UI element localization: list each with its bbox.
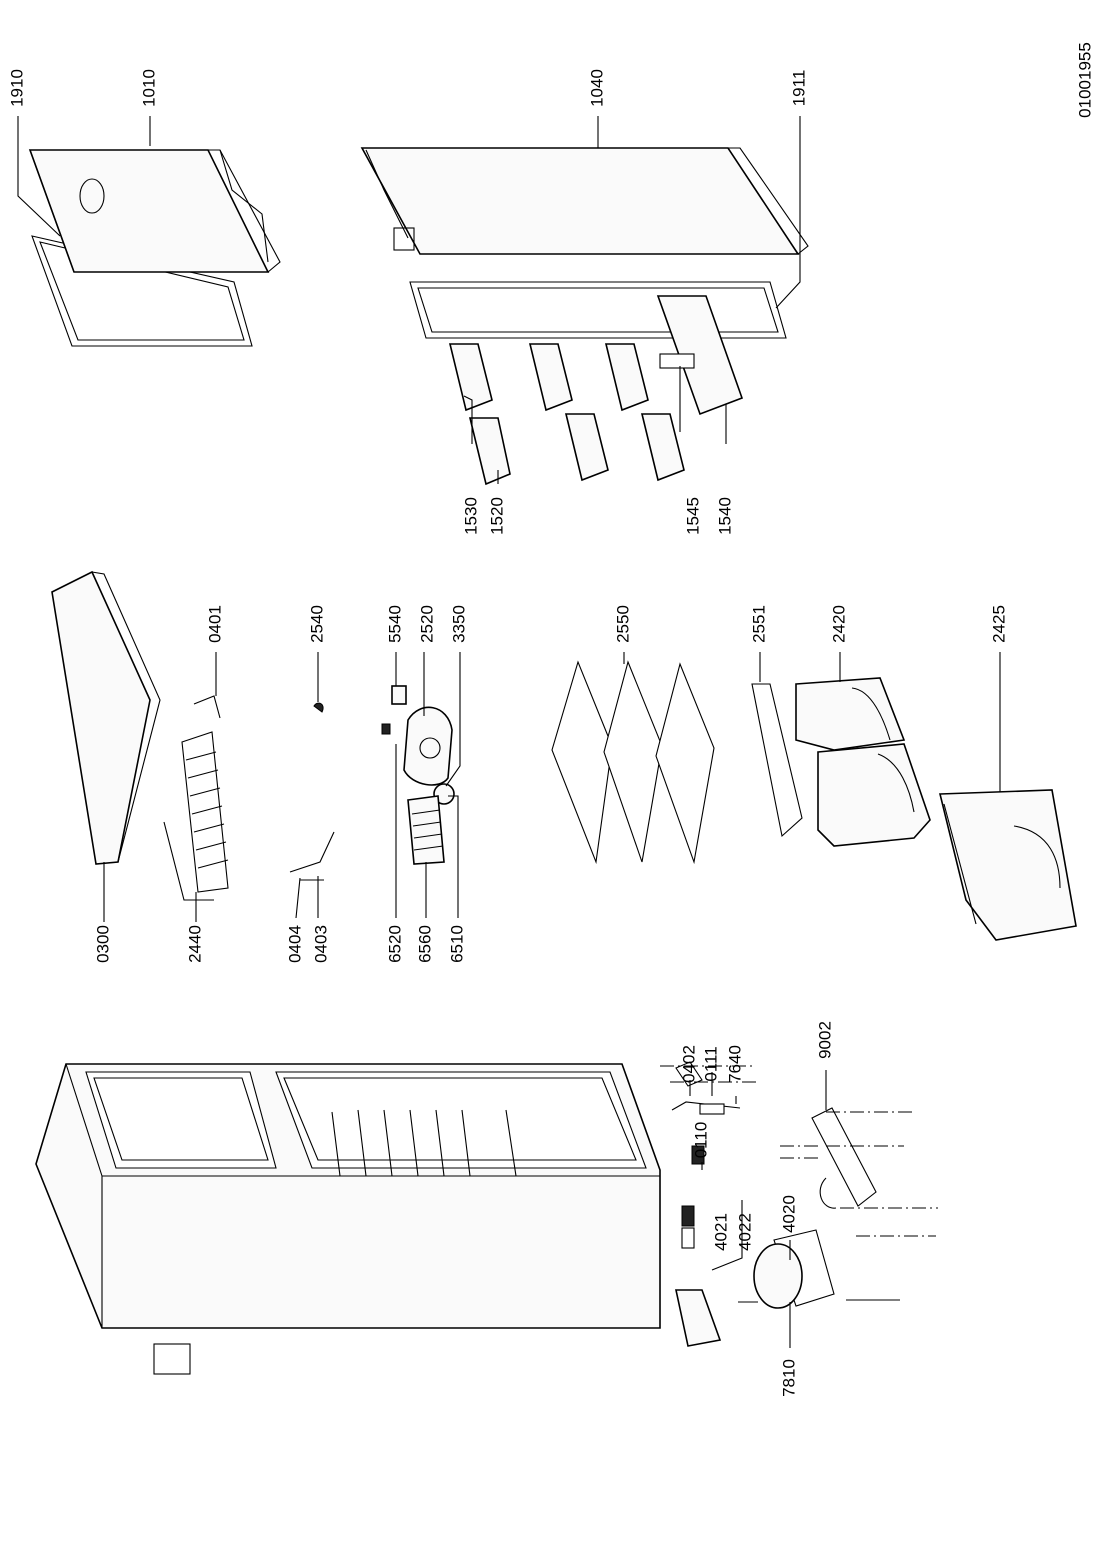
label-6520: 6520 [385, 925, 404, 963]
switch [381, 723, 391, 735]
capacitor [691, 1145, 705, 1165]
label-1010: 1010 [139, 69, 158, 107]
label-0402: 0402 [679, 1045, 698, 1083]
label-2550: 2550 [613, 605, 632, 643]
compressor-cover [675, 1289, 722, 1347]
cabinet [35, 1063, 722, 1375]
label-1911: 1911 [789, 70, 808, 107]
glass-shelf [551, 660, 613, 865]
label-0401: 0401 [205, 605, 224, 643]
label-2425: 2425 [989, 605, 1008, 643]
label-1530: 1530 [461, 497, 480, 535]
label-7810: 7810 [779, 1359, 798, 1397]
fridge-door [360, 147, 800, 255]
label-1910: 1910 [7, 69, 26, 107]
small-knob [313, 702, 324, 713]
label-0403: 0403 [311, 925, 330, 963]
label-4021: 4021 [711, 1213, 730, 1251]
freezer-drawer [938, 789, 1077, 941]
label-2551: 2551 [749, 605, 768, 643]
label-0300: 0300 [93, 925, 112, 963]
vent-cover [407, 795, 445, 865]
door-shelf [468, 417, 511, 486]
wire-grille [181, 731, 229, 893]
door-shelf [448, 343, 493, 412]
label-2420: 2420 [829, 605, 848, 643]
label-1520: 1520 [487, 497, 506, 535]
label-2540: 2540 [307, 605, 326, 643]
label-7640: 7640 [725, 1045, 744, 1083]
fridge-compartment [275, 1071, 647, 1169]
lock-part [289, 831, 335, 881]
crisper-drawer-lower [817, 743, 931, 847]
door-shelf [564, 413, 609, 482]
overload [681, 1227, 695, 1249]
freezer-cover-assembly [51, 570, 335, 901]
thermostat-knob [391, 685, 407, 705]
label-plate [153, 1343, 191, 1375]
door-handle-recess [79, 178, 105, 214]
relay [681, 1205, 695, 1227]
door-shelf [604, 343, 649, 412]
fridge-door-assembly [360, 147, 809, 339]
freezer-top-cover [51, 570, 151, 865]
label-0111: 0111 [701, 1046, 720, 1081]
mount-clip [675, 1061, 703, 1087]
label-0404: 0404 [285, 925, 304, 963]
door-shelf-large [656, 295, 744, 416]
document-number: 01001955 [1075, 42, 1094, 118]
freezer-door-assembly [28, 149, 281, 347]
crisper-drawers [795, 677, 1077, 941]
door-shelves [448, 295, 744, 486]
door-shelf-divider [659, 353, 695, 369]
label-1540: 1540 [715, 497, 734, 535]
door-shelf [528, 343, 573, 412]
glass-shelf-small [751, 683, 803, 838]
label-1040: 1040 [587, 69, 606, 107]
label-4020: 4020 [779, 1195, 798, 1233]
compressor [753, 1243, 803, 1309]
label-0110: 0110 [691, 1122, 710, 1159]
door-shelf [640, 413, 685, 482]
freezer-compartment [85, 1071, 277, 1169]
label-1545: 1545 [683, 497, 702, 535]
label-9002: 9002 [815, 1021, 834, 1059]
glass-shelf [655, 662, 715, 865]
thermostat-light-assembly [381, 685, 455, 865]
label-3350: 3350 [449, 605, 468, 643]
label-5540: 5540 [385, 605, 404, 643]
glass-shelves [551, 660, 803, 865]
label-6560: 6560 [415, 925, 434, 963]
label-6510: 6510 [447, 925, 466, 963]
crisper-drawer-upper [795, 677, 906, 751]
compressor-assembly [660, 1061, 938, 1309]
lamp-housing [403, 706, 453, 786]
label-4022: 4022 [735, 1213, 754, 1251]
condenser-bracket [811, 1107, 877, 1207]
hinge-bracket [193, 695, 221, 719]
leader-lines [17, 116, 1001, 1348]
label-2440: 2440 [185, 925, 204, 963]
label-2520: 2520 [417, 605, 436, 643]
fridge-door-gasket [409, 281, 787, 339]
glass-shelf [603, 660, 663, 863]
part-labels: 1910 1010 1040 1911 1530 1520 1545 1540 … [7, 69, 1008, 1397]
drier [699, 1103, 725, 1115]
